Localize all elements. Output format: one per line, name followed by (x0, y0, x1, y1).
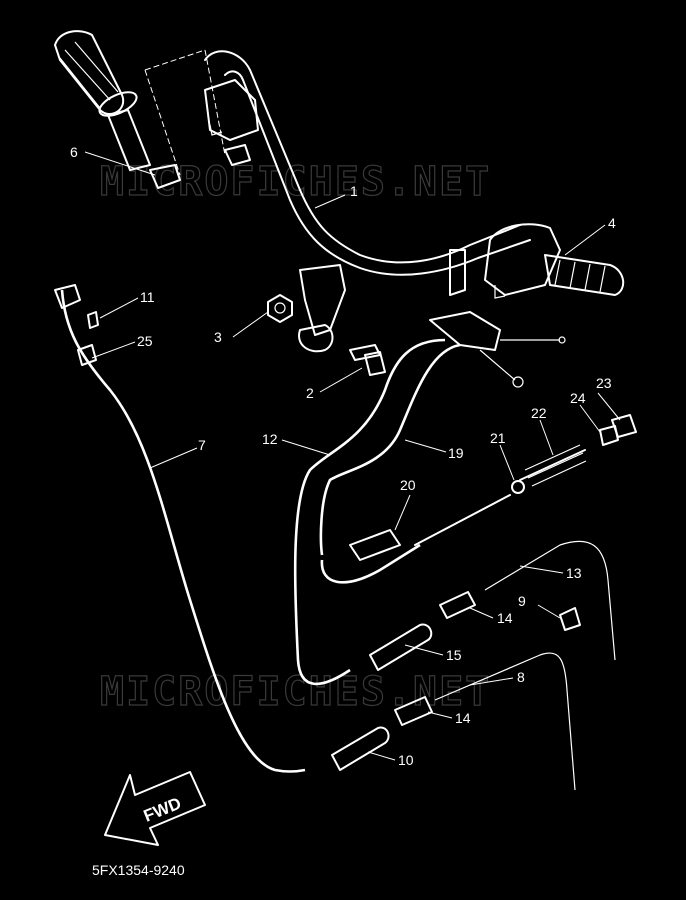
callout-12: 12 (262, 431, 278, 447)
fwd-arrow: FWD (104, 771, 206, 846)
callout-3: 3 (214, 329, 222, 345)
callouts: 6 1 4 11 25 3 2 23 24 22 21 12 19 7 20 1… (70, 144, 616, 768)
callout-22: 22 (531, 405, 547, 421)
watermark-bottom: MICROFICHES.NET (100, 669, 491, 715)
callout-11: 11 (140, 289, 155, 305)
callout-24: 24 (570, 390, 586, 406)
callout-19: 19 (448, 445, 464, 461)
callout-14-upper: 14 (497, 610, 513, 626)
callout-4: 4 (608, 215, 616, 231)
callout-13: 13 (566, 565, 582, 581)
drawing-code: 5FX1354-9240 (92, 862, 185, 878)
adjusters (331, 591, 581, 771)
spring-assembly (414, 414, 637, 546)
cable-end-parts (54, 284, 99, 366)
callout-10: 10 (398, 752, 414, 768)
callout-8: 8 (517, 669, 525, 685)
callout-7: 7 (198, 437, 206, 453)
callout-15: 15 (446, 647, 462, 663)
bolt-2 (349, 344, 386, 376)
right-grip (544, 254, 625, 296)
nut-3 (267, 294, 293, 323)
callout-2: 2 (306, 385, 314, 401)
fwd-label: FWD (141, 794, 184, 826)
callout-23: 23 (596, 375, 612, 391)
left-grip (54, 30, 226, 189)
callout-6: 6 (70, 144, 78, 160)
callout-21: 21 (490, 430, 506, 446)
bracket-20 (349, 529, 401, 561)
handlebar (204, 50, 561, 353)
callout-14-lower: 14 (455, 710, 471, 726)
callout-20: 20 (400, 477, 416, 493)
callout-1: 1 (350, 183, 358, 199)
leader-lines (84, 151, 621, 761)
callout-25: 25 (137, 333, 153, 349)
callout-9: 9 (518, 593, 526, 609)
throttle-junction (429, 311, 566, 388)
cables (60, 289, 616, 791)
